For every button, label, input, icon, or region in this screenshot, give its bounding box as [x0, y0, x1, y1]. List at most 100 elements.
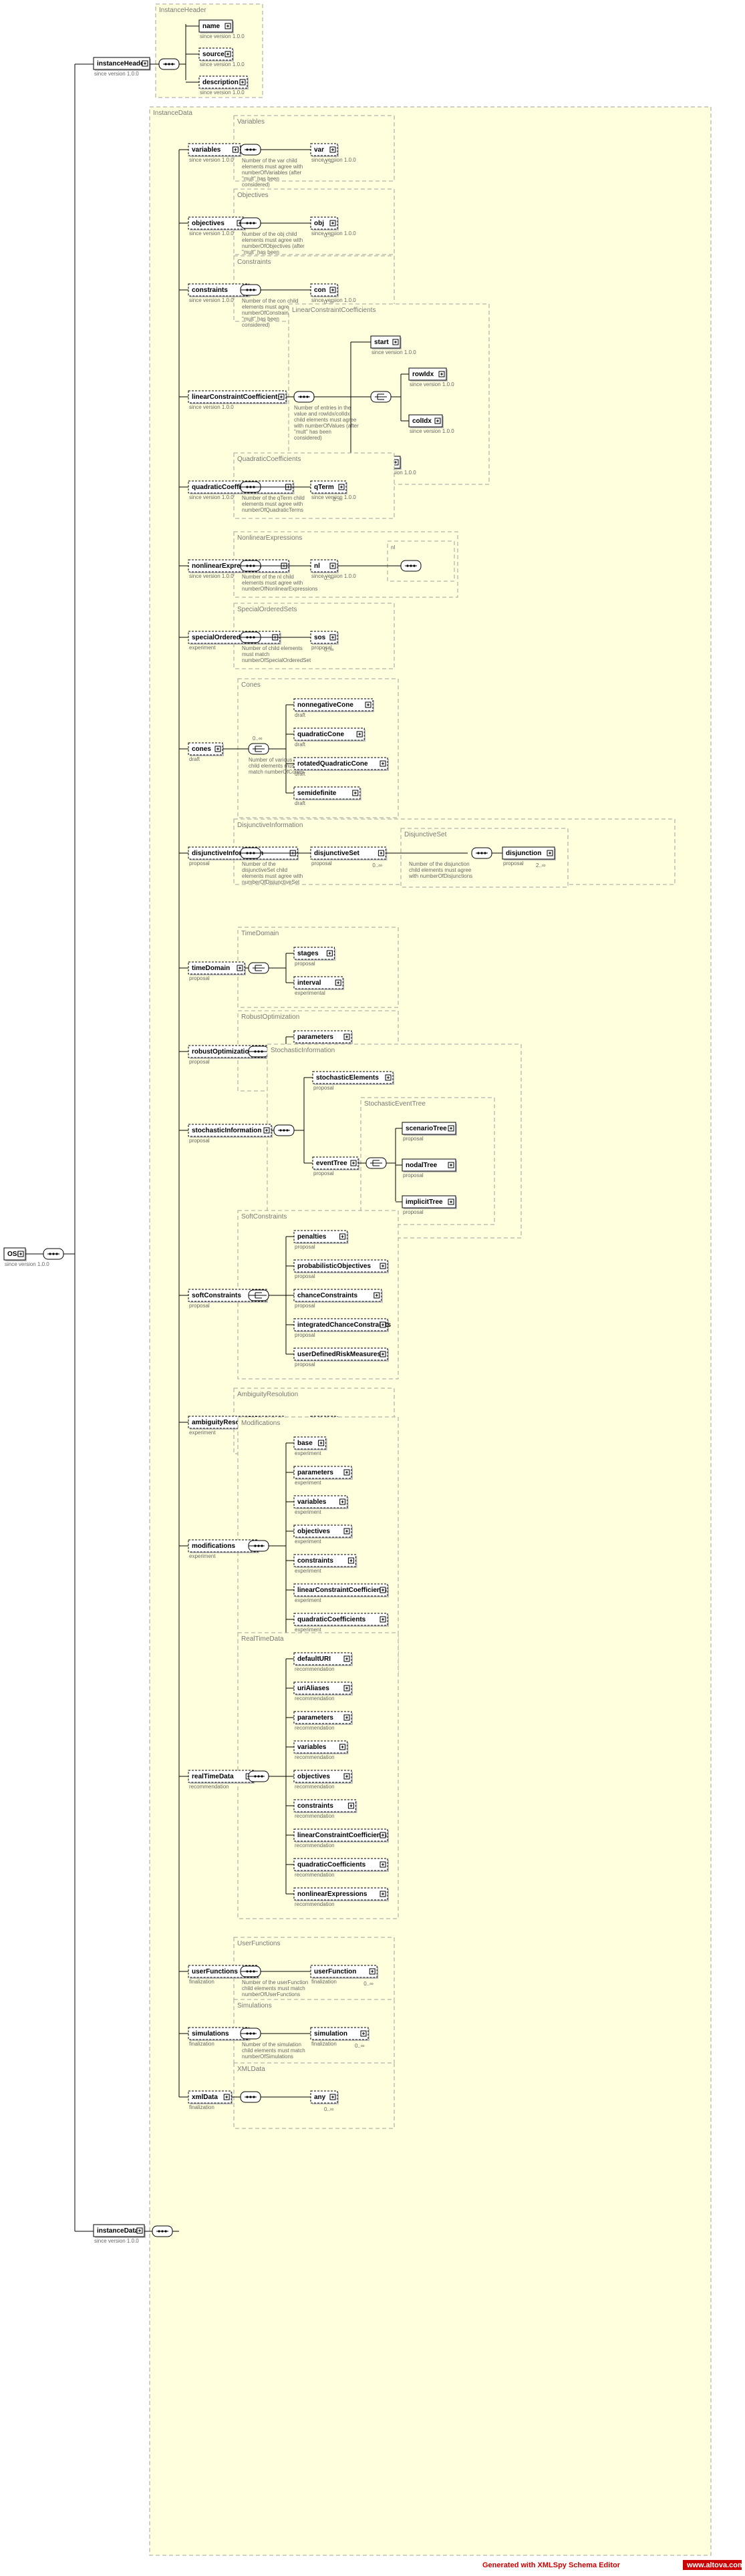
node-ambiguityResolution-label: ambiguityResolution	[192, 1419, 258, 1426]
sequence-compositor-icon	[158, 58, 180, 70]
node-realTimeData-label: realTimeData	[192, 1773, 234, 1780]
node-timeDomain-stages-label: stages	[297, 950, 319, 957]
sequence-compositor-icon	[400, 560, 422, 572]
node-softConstraints-probabilisticObjectives-label: probabilisticObjectives	[297, 1263, 371, 1270]
sequence-compositor-icon	[240, 2091, 261, 2103]
group-timedomain-title: TimeDomain	[241, 930, 279, 937]
node-ih-description-sub: since version 1.0.0	[200, 90, 245, 96]
footer-link-box	[683, 2560, 742, 2570]
group-disjunctiveinformation-title: DisjunctiveInformation	[237, 822, 303, 829]
node-implicitTree-label: implicitTree	[406, 1198, 443, 1206]
node-instancedata-box	[93, 2224, 145, 2237]
node-softConstraints-penalties-sub: proposal	[295, 1244, 315, 1250]
node-cones-nonnegativeCone-box	[293, 698, 374, 711]
node-userFunctions-child-userFunction-sub: finalization	[311, 1979, 337, 1985]
node-realTimeData-uriAliases-sub: recommendation	[295, 1696, 335, 1702]
group-ambiguityresolution-title: AmbiguityResolution	[237, 1391, 298, 1398]
node-robustOptimization-parameters[interactable]: parametersproposal	[293, 1030, 353, 1050]
node-lcc-start-sub: since version 1.0.0	[371, 349, 416, 355]
node-realTimeData-constraints-sub: recommendation	[295, 1813, 335, 1819]
node-stochasticElements-label: stochasticElements	[316, 1074, 379, 1082]
node-realTimeData-uriAliases-box	[293, 1681, 352, 1695]
node-xmlData-child-any[interactable]: any	[310, 2090, 339, 2104]
node-modifications-quadraticCoefficients-box	[293, 1613, 388, 1626]
node-realTimeData-nonlinearExpressions-box	[293, 1887, 388, 1901]
node-softConstraints-penalties-box	[293, 1230, 348, 1243]
group-xmldata-title: XMLData	[237, 2066, 265, 2073]
node-softConstraints-penalties[interactable]: penalties proposal	[293, 1230, 349, 1250]
node-realTimeData-variables-label: variables	[297, 1744, 327, 1751]
node-softConstraints-userDefinedRiskMeasures-box	[293, 1347, 388, 1361]
group-cones-title: Cones	[241, 681, 261, 689]
node-ih-name-box	[198, 19, 233, 33]
node-softConstraints-penalties-label: penalties	[297, 1233, 327, 1241]
sequence-compositor-icon	[152, 2225, 173, 2237]
node-realTimeData-constraints-label: constraints	[297, 1802, 333, 1810]
node-realTimeData-linearConstraintCoefficients[interactable]: linearConstraintCoefficientsrecommendati…	[293, 1828, 389, 1848]
node-realTimeData-constraints[interactable]: constraints recommendation	[293, 1799, 357, 1819]
node-modifications-linearConstraintCoefficients-box	[293, 1583, 388, 1597]
